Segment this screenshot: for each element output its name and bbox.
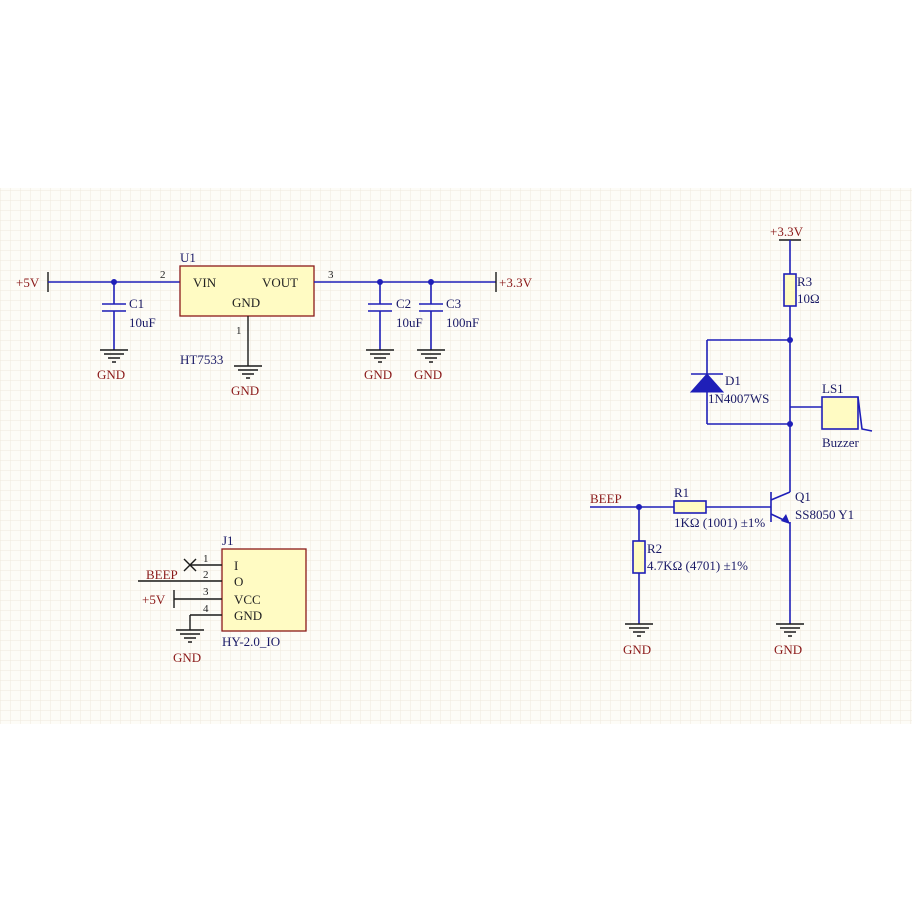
r2-resistor — [632, 540, 646, 574]
u1-designator: U1 — [180, 250, 196, 265]
r1-value: 1KΩ (1001) ±1% — [674, 515, 765, 530]
r2-value: 4.7KΩ (4701) ±1% — [647, 558, 748, 573]
r1-designator: R1 — [674, 485, 689, 500]
connector-body — [221, 548, 307, 632]
gnd-label-c3: GND — [414, 367, 442, 382]
u1-pin-vout: VOUT — [262, 275, 298, 290]
buzzer-body — [821, 396, 859, 430]
d1-diode-icon — [689, 373, 725, 393]
j1-pin4-num: 4 — [203, 603, 209, 615]
r3-value: 10Ω — [797, 291, 820, 306]
ls1-designator: LS1 — [822, 381, 844, 396]
j1-pin3-num: 3 — [203, 586, 209, 598]
gnd-label-c2: GND — [364, 367, 392, 382]
d1-designator: D1 — [725, 373, 741, 388]
j1-pin1-name: I — [234, 558, 238, 573]
regulator-section: +5V C1 10uF GND U1 VIN VOUT GND 2 3 1 HT… — [16, 250, 533, 398]
buzzer-icon — [857, 396, 873, 432]
gnd-label-q1: GND — [774, 642, 802, 657]
u1-part: HT7533 — [180, 352, 223, 367]
gnd-label-r2: GND — [623, 642, 651, 657]
gnd-label-j1: GND — [173, 650, 201, 665]
q1-designator: Q1 — [795, 489, 811, 504]
d1-value: 1N4007WS — [708, 391, 769, 406]
u1-pinnum-gnd: 1 — [236, 325, 242, 337]
c2-designator: C2 — [396, 296, 411, 311]
gnd-label-c1: GND — [97, 367, 125, 382]
j1-part: HY-2.0_IO — [222, 634, 280, 649]
net-label-plus3v3-out: +3.3V — [499, 275, 533, 290]
j1-pin3-name: VCC — [234, 592, 261, 607]
r3-designator: R3 — [797, 274, 812, 289]
ls1-value: Buzzer — [822, 435, 859, 450]
u1-pinnum-vout: 3 — [328, 269, 334, 281]
j1-pin1-num: 1 — [203, 553, 209, 565]
regulator-body — [179, 265, 315, 317]
r1-resistor — [673, 500, 707, 514]
j1-pin2-num: 2 — [203, 569, 209, 581]
c3-value: 100nF — [446, 315, 479, 330]
c3-designator: C3 — [446, 296, 461, 311]
gnd-label-u1: GND — [231, 383, 259, 398]
buzzer-section: +3.3V R3 10Ω D1 1N4007WS LS1 Buzzer Q1 S… — [590, 224, 873, 657]
u1-pin-vin: VIN — [193, 275, 217, 290]
j1-pin4-name: GND — [234, 608, 262, 623]
net-label-beep-j1: BEEP — [146, 567, 178, 582]
q1-value: SS8050 Y1 — [795, 507, 854, 522]
j1-designator: J1 — [222, 533, 234, 548]
net-label-plus3v3-buzzer: +3.3V — [770, 224, 804, 239]
net-label-plus5v-j1: +5V — [142, 592, 166, 607]
u1-pinnum-vin: 2 — [160, 269, 166, 281]
connector-section: J1 HY-2.0_IO 1 2 3 4 I O VCC GND BEEP +5… — [138, 533, 307, 665]
u1-pin-gnd: GND — [232, 295, 260, 310]
c1-designator: C1 — [129, 296, 144, 311]
net-label-beep: BEEP — [590, 491, 622, 506]
c2-value: 10uF — [396, 315, 423, 330]
sheet-grid — [0, 188, 912, 724]
c1-value: 10uF — [129, 315, 156, 330]
r2-designator: R2 — [647, 541, 662, 556]
j1-pin2-name: O — [234, 574, 243, 589]
net-label-plus5v: +5V — [16, 275, 40, 290]
q1-collector — [770, 491, 791, 501]
q1-emitter-arrow-icon — [781, 514, 790, 524]
r3-resistor — [783, 273, 797, 307]
